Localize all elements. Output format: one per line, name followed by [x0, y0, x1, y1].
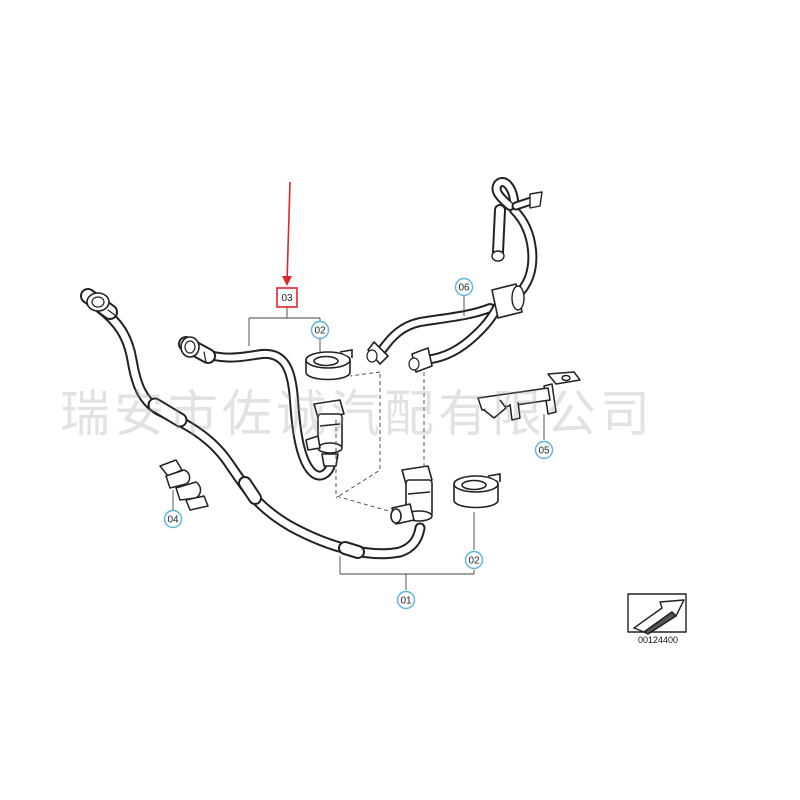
callout-label: 04 [167, 515, 179, 526]
leader-lines [172, 296, 545, 590]
callout-label: 03 [281, 293, 293, 304]
mounting-ring-upper [305, 349, 353, 381]
callout-label: 02 [468, 556, 480, 567]
callout-02-lower: 02 [464, 550, 484, 570]
document-number: 00124400 [637, 635, 679, 645]
callout-label: 01 [400, 596, 412, 607]
callout-05: 05 [534, 440, 554, 460]
middle-hose [178, 336, 337, 481]
main-hose [80, 288, 426, 560]
mounting-ring-lower [453, 473, 501, 509]
highlight-arrow [282, 181, 292, 286]
callout-04: 04 [163, 509, 183, 529]
arrow-symbol-icon [627, 593, 687, 635]
callout-label: 06 [458, 283, 470, 294]
callout-03-highlighted: 03 [276, 287, 298, 308]
callout-06: 06 [454, 277, 474, 297]
lower-pump [390, 465, 433, 525]
callout-label: 02 [314, 326, 326, 337]
callout-02-upper: 02 [310, 320, 330, 340]
mounting-bracket [477, 371, 581, 421]
callout-01: 01 [396, 590, 416, 610]
upper-right-hose [366, 177, 543, 373]
hose-clip [159, 459, 209, 511]
callout-label: 05 [538, 446, 550, 457]
